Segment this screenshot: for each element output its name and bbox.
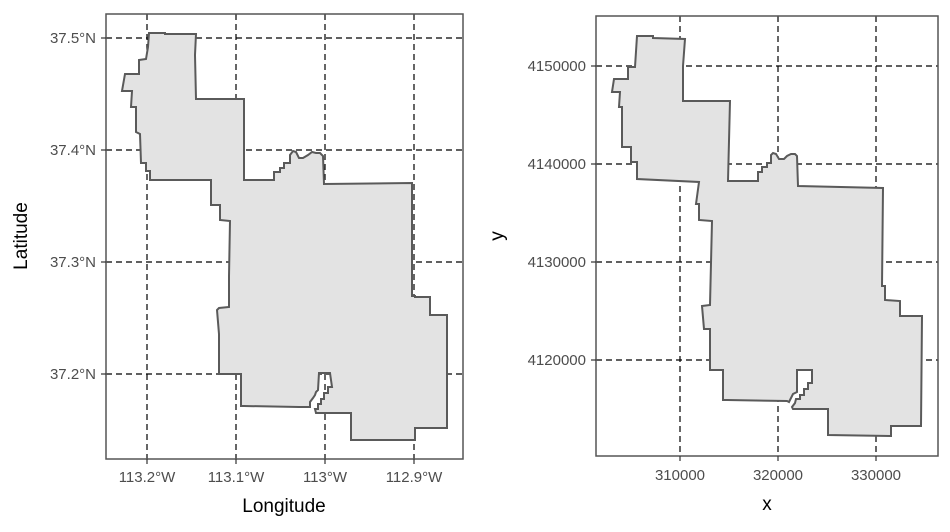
right-y-tick-label: 4130000 bbox=[528, 254, 586, 271]
left-x-axis-title: Longitude bbox=[242, 496, 325, 517]
right-region-polygon bbox=[610, 35, 924, 438]
left-panel-border bbox=[105, 13, 464, 460]
left-y-tick-label: 37.4°N bbox=[50, 142, 96, 159]
left-x-tick-label: 113.1°W bbox=[208, 469, 265, 486]
left-y-tick-label: 37.3°N bbox=[50, 254, 96, 271]
right-x-tick-label: 330000 bbox=[851, 467, 901, 484]
right-x-tick-label: 310000 bbox=[655, 467, 705, 484]
right-y-tick-label: 4120000 bbox=[528, 352, 586, 369]
left-x-axis: 113.2°W 113.1°W 113°W 112.9°W bbox=[119, 459, 443, 486]
left-region-polygon bbox=[120, 32, 448, 441]
right-y-axis: 4150000 4140000 4130000 4120000 bbox=[528, 58, 596, 369]
left-x-tick-label: 113.2°W bbox=[119, 469, 176, 486]
right-x-axis: 310000 320000 330000 bbox=[655, 456, 901, 484]
right-panel: 4150000 4140000 4130000 4120000 310000 3… bbox=[487, 15, 939, 515]
right-y-axis-title: y bbox=[487, 231, 508, 241]
left-x-tick-label: 112.9°W bbox=[386, 469, 443, 486]
right-y-tick-label: 4140000 bbox=[528, 156, 586, 173]
left-panel: 37.5°N 37.4°N 37.3°N 37.2°N 113.2°W 113.… bbox=[11, 13, 464, 517]
left-y-tick-label: 37.5°N bbox=[50, 30, 96, 47]
right-x-tick-label: 320000 bbox=[753, 467, 803, 484]
right-panel-border bbox=[595, 15, 939, 457]
left-y-axis-title: Latitude bbox=[11, 202, 32, 270]
left-y-tick-label: 37.2°N bbox=[50, 366, 96, 383]
left-x-tick-label: 113°W bbox=[303, 469, 348, 486]
right-y-tick-label: 4150000 bbox=[528, 58, 586, 75]
left-y-axis: 37.5°N 37.4°N 37.3°N 37.2°N bbox=[50, 30, 106, 383]
right-x-axis-title: x bbox=[762, 494, 772, 515]
